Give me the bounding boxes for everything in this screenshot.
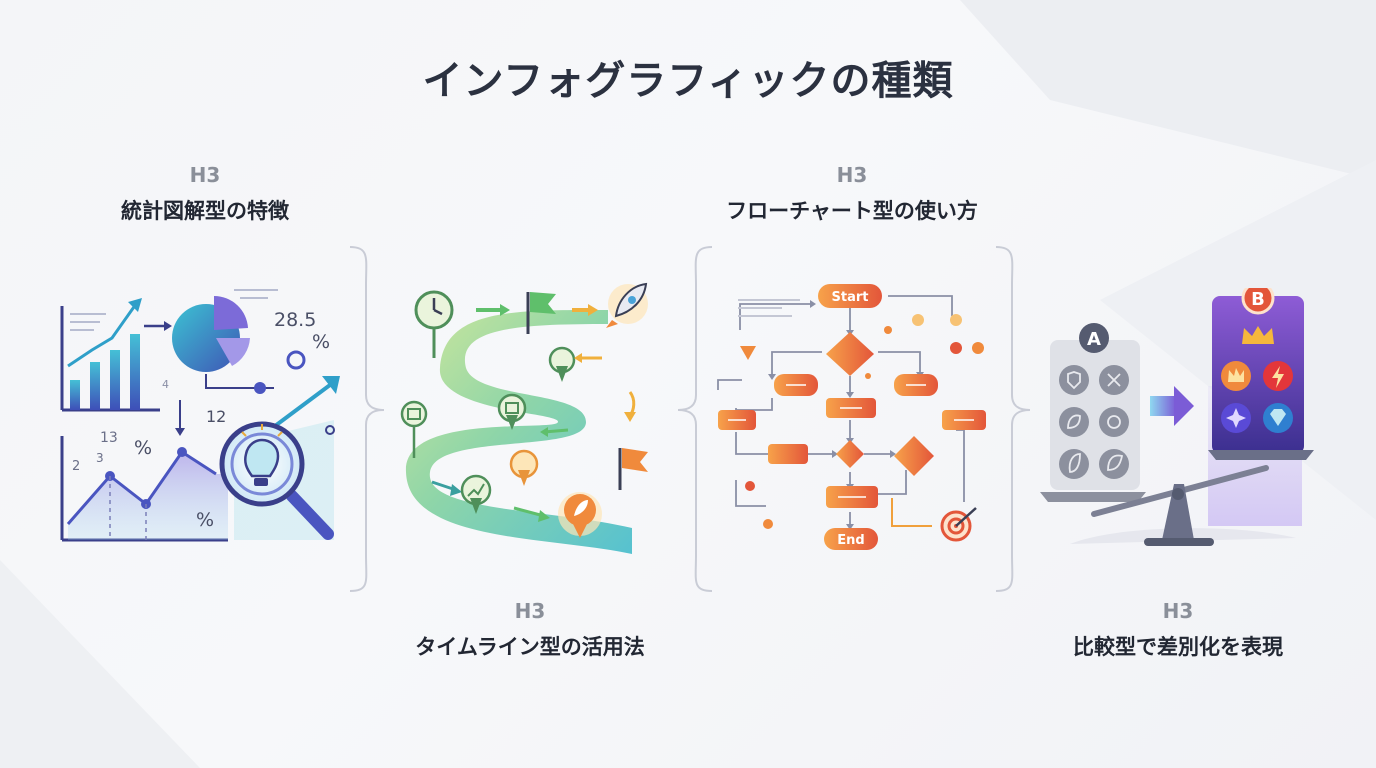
section-heading: タイムライン型の活用法 xyxy=(415,635,645,659)
section-timeline-label: H3 タイムライン型の活用法 xyxy=(380,598,680,664)
pie-chart-icon xyxy=(172,295,250,372)
rocket-pin-icon xyxy=(558,492,602,538)
arrow-right-icon xyxy=(1174,386,1194,426)
filter-icon xyxy=(740,346,756,360)
option-b-badge: B xyxy=(1251,289,1265,310)
stat-number: 3 xyxy=(96,451,104,465)
brace-divider xyxy=(349,246,385,592)
stat-number: 13 xyxy=(100,430,118,446)
map-pin-icon xyxy=(497,393,527,430)
percent-label: % xyxy=(312,331,330,353)
brace-divider xyxy=(995,246,1031,592)
brace-divider xyxy=(677,246,713,592)
bar-chart-icon xyxy=(60,298,160,412)
section-tag: H3 xyxy=(514,599,546,623)
timeline-illustration xyxy=(400,282,648,554)
clock-icon xyxy=(414,290,454,358)
rocket-icon xyxy=(606,282,648,328)
option-a-card: A xyxy=(1050,323,1140,490)
stat-number: 4 xyxy=(162,378,169,391)
target-icon xyxy=(940,507,977,542)
decision-node xyxy=(836,440,864,468)
section-tag: H3 xyxy=(1162,599,1194,623)
section-heading: フローチャート型の使い方 xyxy=(726,199,978,223)
page-title: インフォグラフィックの種類 xyxy=(422,58,954,104)
stat-number: 2 xyxy=(72,459,80,474)
end-label: End xyxy=(837,533,864,548)
map-pin-icon xyxy=(548,346,576,382)
section-tag: H3 xyxy=(189,163,221,187)
calendar-pin-icon xyxy=(400,400,428,458)
section-heading: 統計図解型の特徴 xyxy=(121,199,289,223)
start-label: Start xyxy=(832,290,869,305)
section-stats-label: H3 統計図解型の特徴 xyxy=(60,162,350,228)
flow-end-node: End xyxy=(824,528,878,550)
crown-icon xyxy=(1242,326,1274,344)
flowchart-illustration: Start End xyxy=(717,284,986,550)
section-tag: H3 xyxy=(836,163,868,187)
chart-pin-icon xyxy=(460,474,492,514)
flow-start-node: Start xyxy=(818,284,882,308)
decision-node xyxy=(894,436,934,476)
line-chart-icon xyxy=(60,436,228,542)
statistics-illustration: 28.5 % 12 4 13 % 2 3 % xyxy=(60,289,340,542)
flag-icon xyxy=(526,292,556,334)
magnifier-icon xyxy=(219,421,334,540)
section-heading: 比較型で差別化を表現 xyxy=(1073,635,1283,659)
decision-node xyxy=(826,332,874,376)
percent-label: % xyxy=(134,437,152,459)
stat-number: 12 xyxy=(206,407,226,426)
stat-number: 28.5 xyxy=(274,309,316,331)
balance-scale-icon xyxy=(1040,450,1314,546)
map-pin-icon xyxy=(509,449,539,486)
comparison-illustration: A B xyxy=(1040,288,1314,546)
section-flowchart-label: H3 フローチャート型の使い方 xyxy=(690,162,1014,228)
percent-label: % xyxy=(196,509,214,531)
goal-flag-icon xyxy=(618,448,648,490)
process-node xyxy=(768,444,808,464)
section-compare-label: H3 比較型で差別化を表現 xyxy=(1030,598,1326,664)
option-a-badge: A xyxy=(1087,329,1101,350)
option-b-card: B xyxy=(1208,288,1304,526)
